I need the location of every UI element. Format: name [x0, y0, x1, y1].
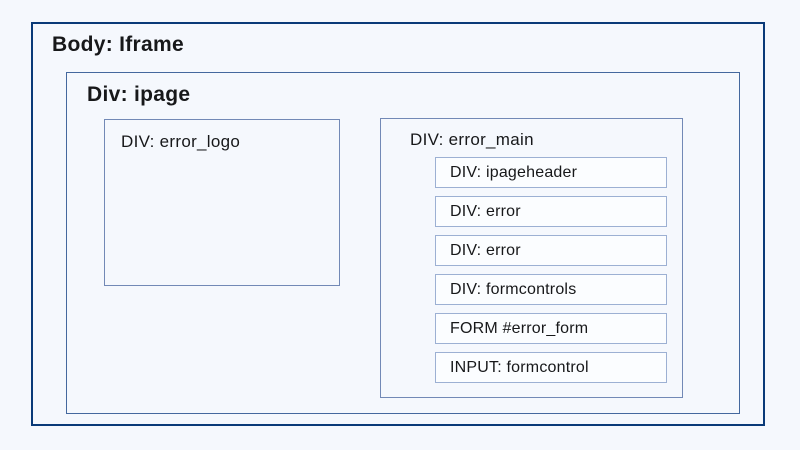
div-error-logo-label: DIV: error_logo [121, 132, 241, 151]
node-error-form-label: FORM #error_form [450, 319, 589, 337]
node-input-formcontrol: INPUT: formcontrol [435, 352, 667, 383]
node-ipageheader: DIV: ipageheader [435, 157, 667, 188]
body-iframe-label: Body: Iframe [52, 33, 184, 56]
node-error-1: DIV: error [435, 196, 667, 227]
div-error-main-label: DIV: error_main [410, 130, 534, 149]
node-ipageheader-label: DIV: ipageheader [450, 163, 578, 181]
error-main-children: DIV: ipageheader DIV: error DIV: error D… [435, 157, 667, 383]
node-error-1-label: DIV: error [450, 202, 521, 220]
div-ipage-label: Div: ipage [87, 83, 191, 106]
box-div-ipage: Div: ipage DIV: error_logo DIV: error_ma… [66, 72, 740, 414]
node-input-formcontrol-label: INPUT: formcontrol [450, 358, 589, 376]
node-error-form: FORM #error_form [435, 313, 667, 344]
box-div-error-main: DIV: error_main DIV: ipageheader DIV: er… [380, 118, 683, 398]
node-error-2: DIV: error [435, 235, 667, 266]
node-error-2-label: DIV: error [450, 241, 521, 259]
box-body-iframe: Body: Iframe Div: ipage DIV: error_logo … [31, 22, 765, 426]
node-formcontrols: DIV: formcontrols [435, 274, 667, 305]
node-formcontrols-label: DIV: formcontrols [450, 280, 577, 298]
box-div-error-logo: DIV: error_logo [104, 119, 340, 286]
